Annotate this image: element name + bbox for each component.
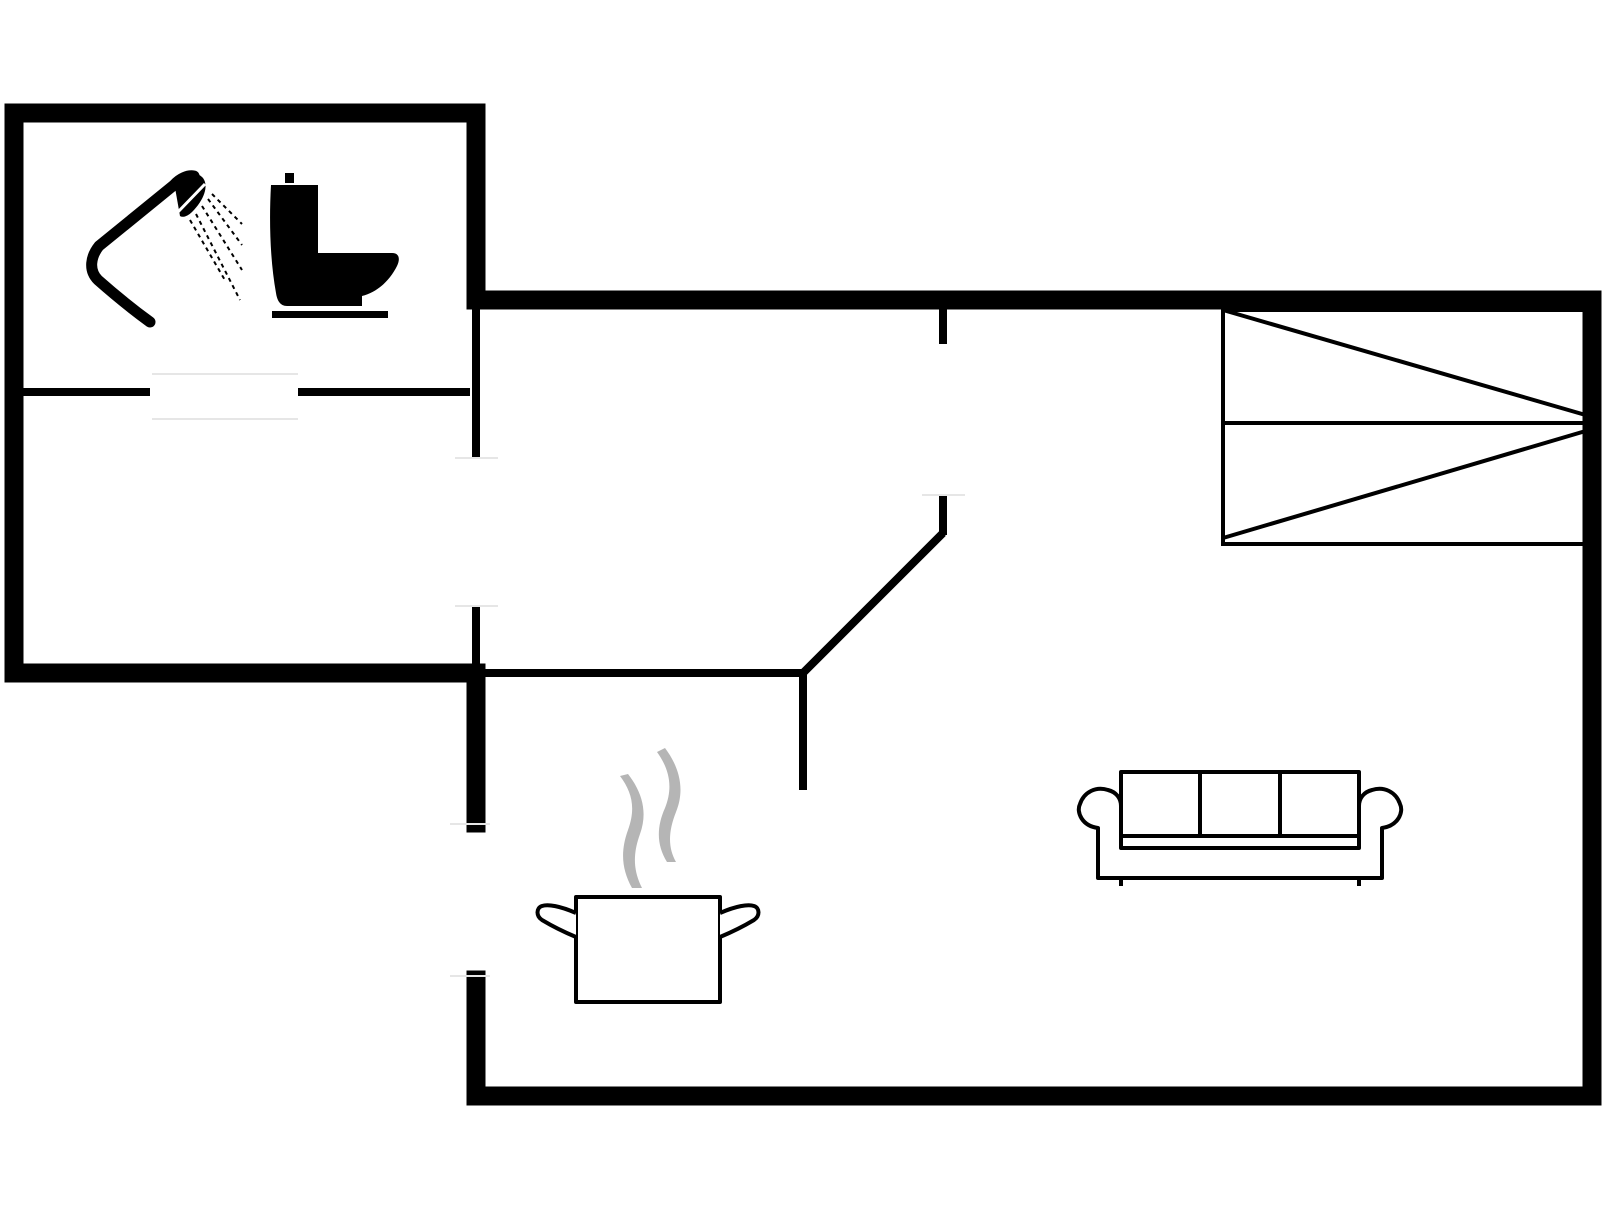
exterior-walls [4,103,1602,1106]
entrance-door-gap [450,823,490,977]
shower-icon [86,170,243,328]
toilet-icon [270,173,399,318]
cooking-pot-icon [535,748,761,1004]
interior-door-gaps [152,373,965,607]
wall-left-block-top [4,103,486,683]
sofa-icon [1076,770,1404,886]
steam-icon [620,748,681,888]
diagonal-wall [800,530,946,676]
interior-walls [20,305,947,790]
stairs-icon [1221,308,1591,546]
wall-main-top [466,290,1602,1106]
